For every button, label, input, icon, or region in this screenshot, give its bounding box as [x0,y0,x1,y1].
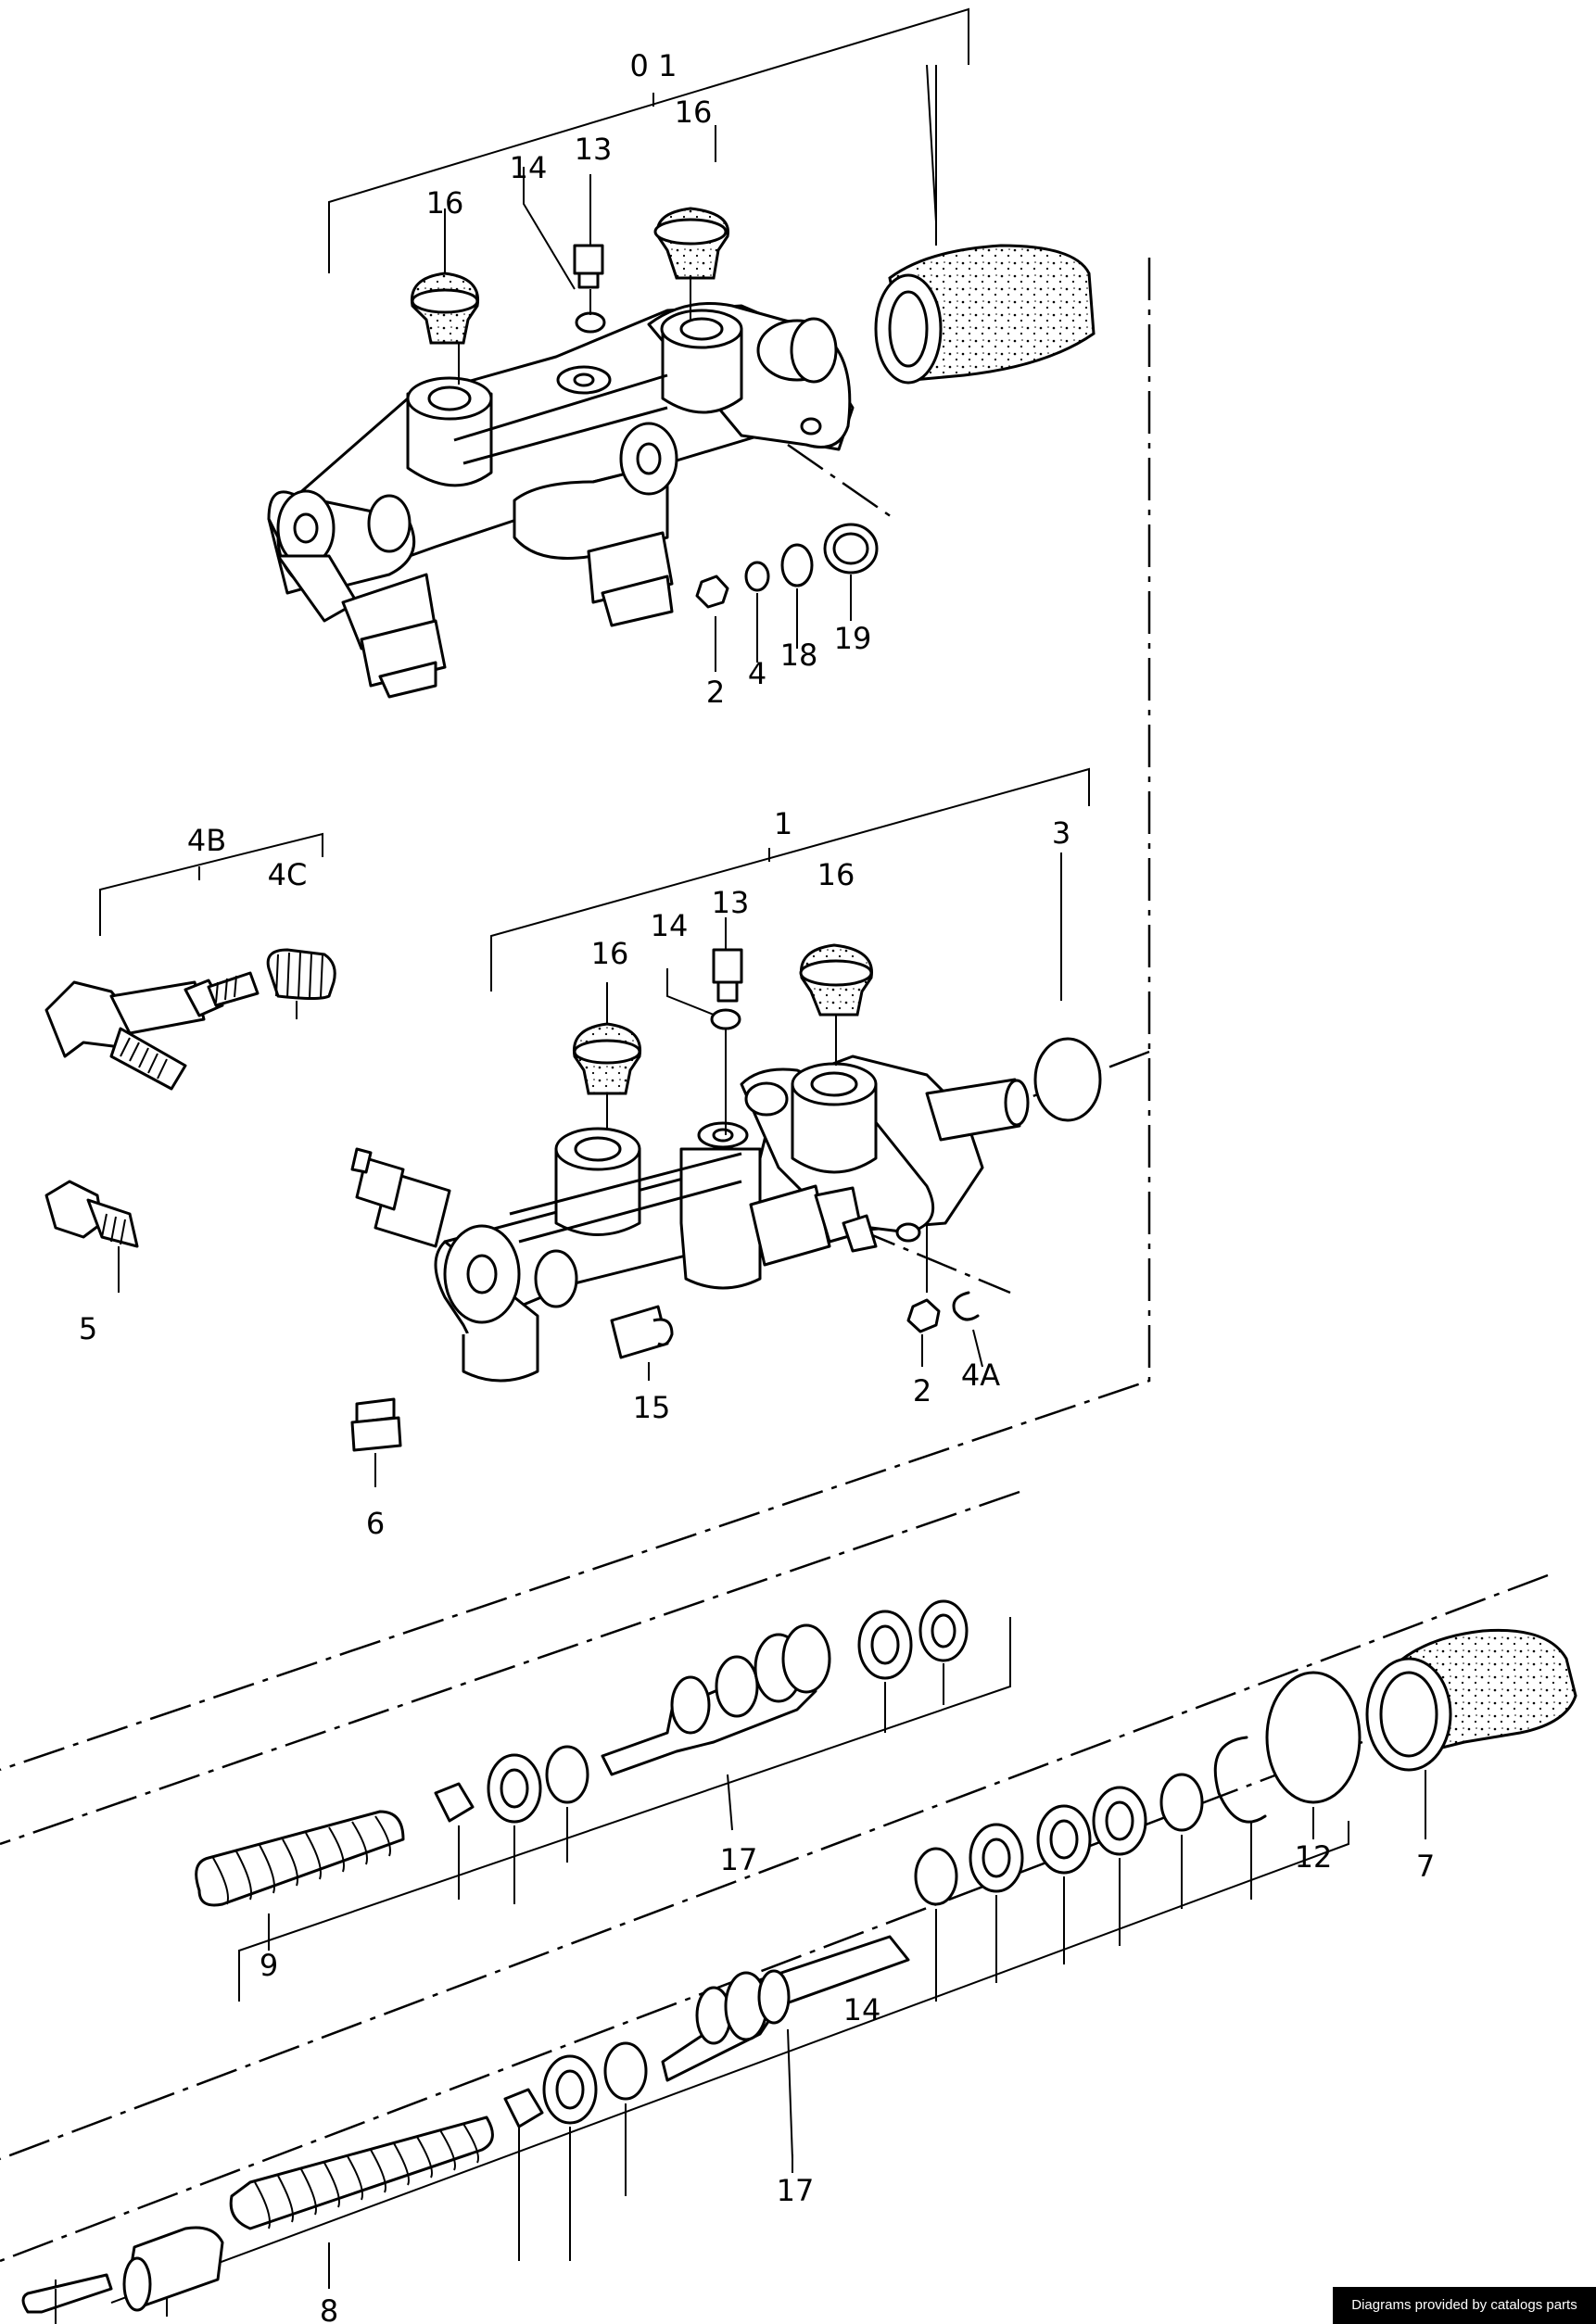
o-ring-3 [1033,1037,1102,1122]
washer-14-lower [710,1008,741,1030]
nut-2-upper [695,575,729,609]
callout-4B: 4B [187,823,226,858]
o-ring-12 [1265,1671,1362,1804]
upper-small-parts [410,64,1096,672]
washer-lower [603,2041,648,2101]
spring-seat-upper [434,1782,475,1823]
callout-4C: 4C [268,857,308,892]
spring-4C [266,948,336,1000]
callout-labels: 0 1 16 13 14 16 2 4 18 19 1 3 16 13 14 1… [79,48,1435,2324]
seal-18 [780,543,814,587]
washer-4-upper [744,561,770,592]
bolt-13-lower [712,948,743,1003]
washer-14-upper [575,311,606,334]
lower-small-parts [572,853,1102,1381]
callout-16: 16 [817,857,855,892]
callout-2: 2 [913,1373,931,1408]
spring-seat-lower [503,2088,544,2128]
master-cylinder-assembly-01 [267,302,855,699]
credit-badge: Diagrams provided by catalogs parts [1333,2287,1596,2324]
callout-9: 9 [260,1948,278,1983]
callout-17: 17 [777,2173,815,2208]
callout-7: 7 [1416,1849,1435,1884]
callout-13: 13 [575,132,613,167]
callout-19: 19 [834,621,872,656]
callout-8: 8 [320,2293,338,2324]
callout-13: 13 [712,885,750,920]
circlip [1213,1736,1267,1824]
internal-kit-upper [195,1599,969,1951]
clip-4A [952,1291,980,1321]
stop-bolt [21,2273,113,2314]
boss-upper-right [661,327,743,414]
boss-lower-right [791,1082,878,1174]
callout-16: 16 [675,95,713,130]
callout-6: 6 [366,1506,385,1541]
callout-01: 0 1 [630,48,678,83]
callout-18: 18 [780,638,818,673]
callout-4A: 4A [961,1358,1000,1393]
internal-kit-lower [21,1628,1577,2317]
callout-16: 16 [591,936,629,971]
callout-5: 5 [79,1311,97,1346]
callout-17: 17 [720,1842,758,1877]
washer-lower-kit [1159,1773,1204,1832]
callout-15: 15 [633,1390,671,1425]
master-cylinder-assembly-1 [350,1055,1030,1383]
dust-boot-upper [888,244,1096,382]
bolt-13-upper [573,244,604,289]
callout-3: 3 [1052,815,1070,851]
callout-14: 14 [510,150,548,185]
spring-8 [229,2116,494,2230]
callout-12: 12 [1295,1839,1333,1875]
washer-upper [545,1745,589,1804]
callout-16: 16 [426,185,464,221]
washer-14-lower-kit [914,1847,958,1906]
spring-9 [195,1810,405,1907]
callout-2: 2 [706,675,725,710]
callout-14: 14 [843,1992,881,2027]
fittings-left [44,948,402,1487]
callout-4: 4 [748,656,766,691]
callout-14: 14 [651,908,689,943]
callout-1: 1 [774,806,792,841]
nut-2-lower [906,1298,941,1333]
